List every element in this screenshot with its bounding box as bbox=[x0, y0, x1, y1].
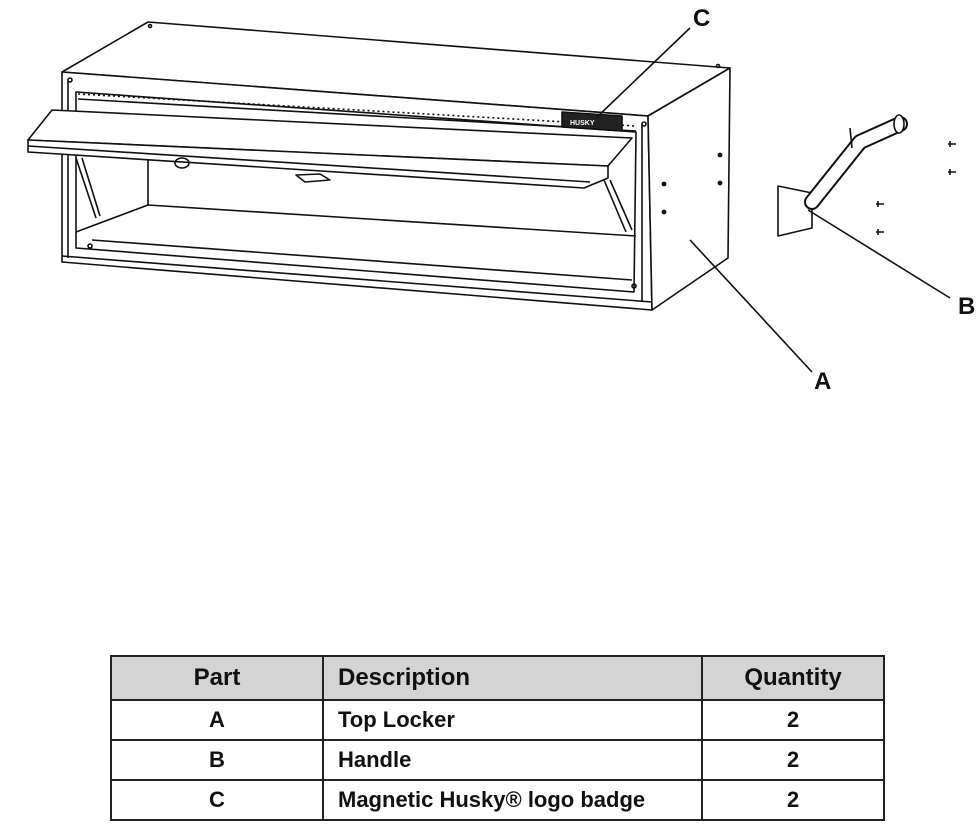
badge-text: HUSKY bbox=[570, 120, 595, 127]
parts-table: Part Description Quantity A Top Locker 2… bbox=[110, 655, 885, 821]
screws-illustration bbox=[876, 141, 956, 235]
cell-part: C bbox=[110, 779, 324, 821]
cell-part: A bbox=[110, 699, 324, 741]
cell-part: B bbox=[110, 739, 324, 781]
cell-quantity: 2 bbox=[701, 779, 885, 821]
header-description: Description bbox=[322, 655, 703, 701]
leader-line-b bbox=[807, 209, 951, 299]
husky-logo-badge bbox=[561, 111, 623, 132]
cell-quantity: 2 bbox=[701, 739, 885, 781]
leader-line-c bbox=[595, 27, 691, 119]
top-locker-illustration bbox=[27, 21, 731, 311]
cell-quantity: 2 bbox=[701, 699, 885, 741]
callout-b: B bbox=[958, 293, 975, 320]
table-row: C Magnetic Husky® logo badge 2 bbox=[110, 779, 885, 821]
cell-description: Handle bbox=[322, 739, 703, 781]
cell-description: Top Locker bbox=[322, 699, 703, 741]
table-row: A Top Locker 2 bbox=[110, 699, 885, 741]
header-quantity: Quantity bbox=[701, 655, 885, 701]
parts-diagram: HUSKY C A B bbox=[27, 5, 975, 395]
header-part: Part bbox=[110, 655, 324, 701]
cell-description: Magnetic Husky® logo badge bbox=[322, 779, 703, 821]
table-row: B Handle 2 bbox=[110, 739, 885, 781]
handle-illustration bbox=[777, 114, 908, 237]
callout-c: C bbox=[693, 5, 710, 32]
leader-line-a bbox=[689, 239, 813, 373]
table-header-row: Part Description Quantity bbox=[110, 655, 885, 701]
callout-a: A bbox=[814, 368, 831, 395]
